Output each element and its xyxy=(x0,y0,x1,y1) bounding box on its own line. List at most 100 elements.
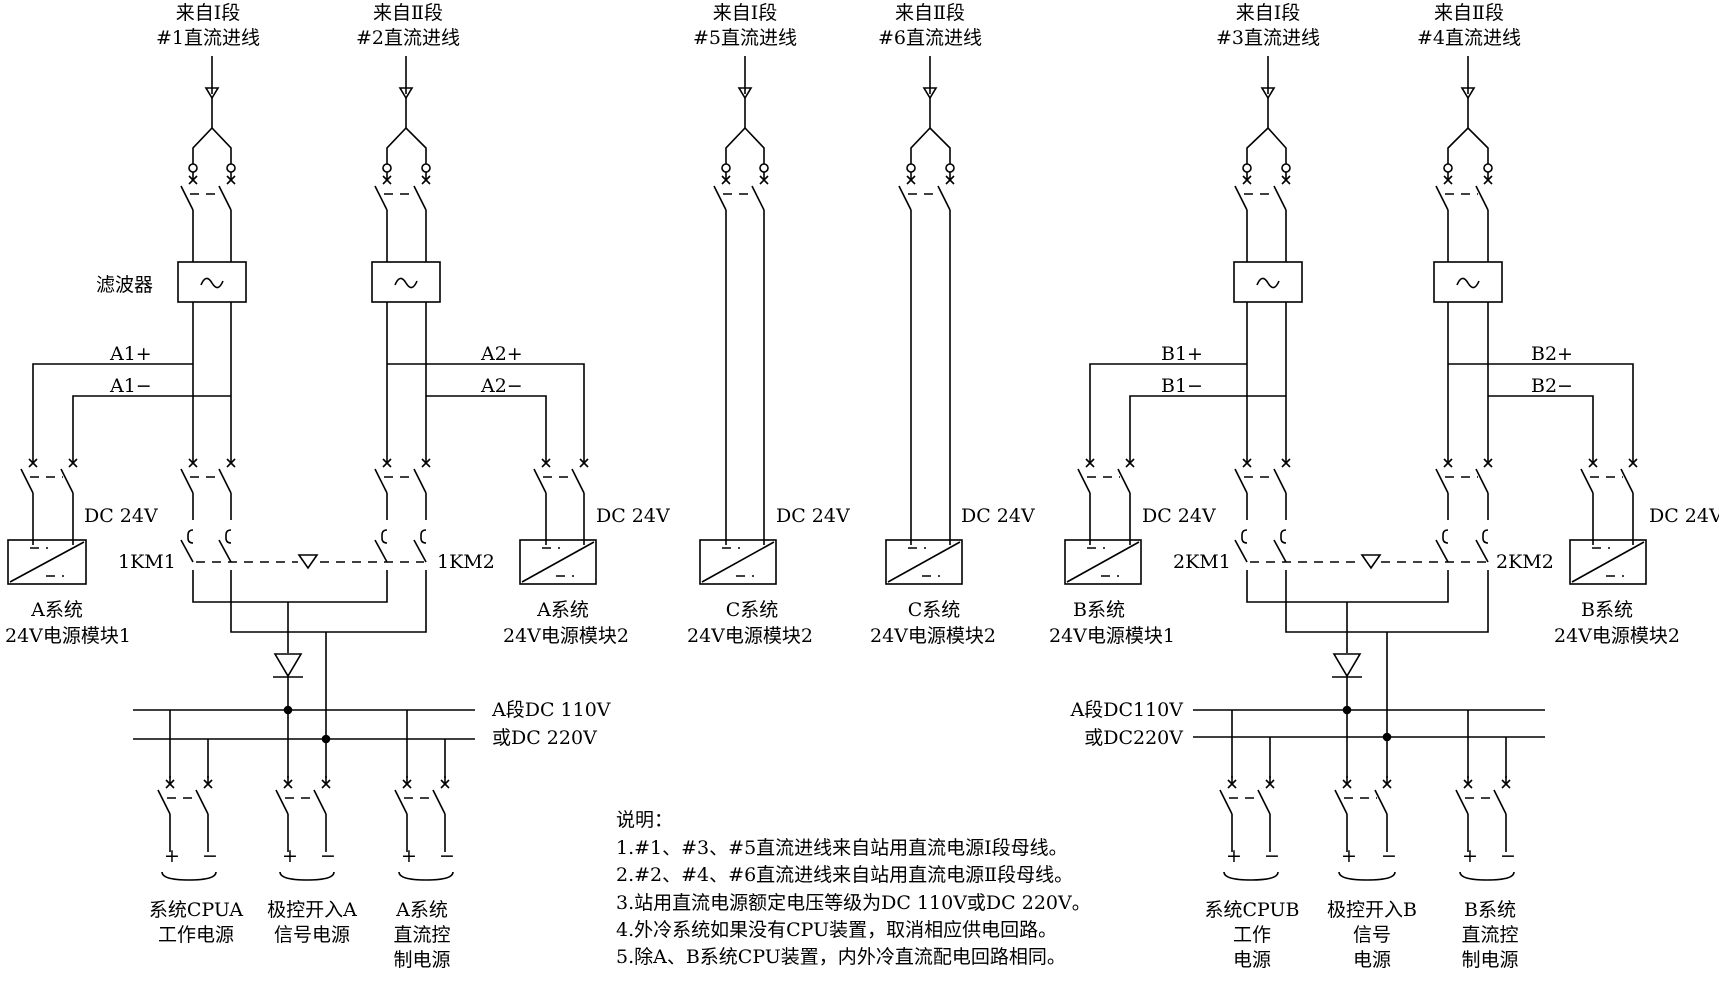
module-breaker-3 xyxy=(1077,455,1135,545)
label-a1-minus: A1− xyxy=(109,375,152,397)
load-a3-brace xyxy=(398,871,454,881)
feeder-1-line1: 来自Ⅰ段 xyxy=(176,2,241,24)
load-b1-minus: − xyxy=(1264,845,1280,867)
feeder-4-line1: 来自Ⅱ段 xyxy=(1434,2,1504,24)
bus-a-label: A段DC 110V 或DC 220V xyxy=(491,699,611,749)
dc24-b2: DC 24V xyxy=(1649,505,1719,527)
load-b2-line2: 信号 xyxy=(1353,924,1391,946)
load-a1-line2: 工作电源 xyxy=(158,924,234,946)
feeder-2-line2: #2直流进线 xyxy=(356,27,460,49)
filter-symbol xyxy=(394,277,418,289)
feeder-connectors xyxy=(188,56,1493,173)
feeder-connector-1 xyxy=(188,56,236,173)
label-a1-plus: A1+ xyxy=(109,343,152,365)
dc24-labels: DC 24V DC 24V DC 24V DC 24V DC 24V DC 24… xyxy=(84,505,1719,527)
bus-a-line2: 或DC 220V xyxy=(492,727,597,749)
feeder-breaker-6 xyxy=(1435,172,1493,246)
module-b1-line1: B系统 xyxy=(1073,599,1125,621)
load-a2-line2: 信号电源 xyxy=(274,924,350,946)
feeder-5-line2: #5直流进线 xyxy=(693,27,797,49)
load-captions-a: 系统CPUA 工作电源 极控开入A 信号电源 A系统 直流控 制电源 xyxy=(149,899,451,971)
load-b1-line1: 系统CPUB xyxy=(1205,899,1300,921)
load-a2-breaker xyxy=(275,776,331,852)
bus-a xyxy=(133,705,475,744)
b2-bus-wiring xyxy=(1448,363,1634,455)
feeder-breaker-4 xyxy=(898,172,955,246)
load-branches: +−+−+−+−+−+− xyxy=(157,710,1516,881)
load-b2: +− xyxy=(1334,710,1397,881)
diode-b xyxy=(1332,653,1362,678)
feeder-connector-5 xyxy=(1242,56,1291,173)
load-a1: +− xyxy=(157,710,218,881)
load-a1-breaker xyxy=(157,776,213,852)
feeder-6-line2: #6直流进线 xyxy=(878,27,982,49)
contactor-labels: 1KM1 1KM2 2KM1 2KM2 xyxy=(118,551,1554,573)
interlock-a xyxy=(196,554,424,570)
load-b1-line3: 电源 xyxy=(1233,949,1271,971)
load-a3-line2: 直流控 xyxy=(393,924,450,946)
module-c1-line1: C系统 xyxy=(726,599,779,621)
load-b2-line3: 电源 xyxy=(1353,949,1391,971)
diode-a xyxy=(273,653,303,678)
a-output-wiring xyxy=(192,570,427,739)
module-b2-line1: B系统 xyxy=(1581,599,1633,621)
feeder-breaker-1 xyxy=(180,172,236,246)
dc24-c2: DC 24V xyxy=(961,505,1035,527)
module-breaker-1 xyxy=(20,455,78,545)
note-5: 5.除A、B系统CPU装置，内外冷直流配电回路相同。 xyxy=(616,946,1066,968)
contactor-1km2: 1KM2 xyxy=(437,551,495,573)
load-b1-brace xyxy=(1223,871,1279,881)
power-module-3 xyxy=(699,539,777,585)
load-b2-brace xyxy=(1338,871,1396,881)
module-a2-line1: A系统 xyxy=(536,599,589,621)
feeder-breaker-3 xyxy=(713,172,769,246)
load-b3-line2: 直流控 xyxy=(1461,924,1518,946)
load-a2-plus: + xyxy=(282,845,298,867)
label-b2-minus: B2− xyxy=(1531,375,1573,397)
note-3: 3.站用直流电源额定电压等级为DC 110V或DC 220V。 xyxy=(616,892,1091,914)
filter-5 xyxy=(1233,246,1303,455)
module-a2-line2: 24V电源模块2 xyxy=(503,625,629,647)
feeder-6-line1: 来自Ⅱ段 xyxy=(895,2,965,24)
power-module-1 xyxy=(7,539,87,585)
contactor-breaker-1 xyxy=(180,455,236,520)
a2-bus-wiring xyxy=(387,363,585,455)
contactor-3 xyxy=(1234,529,1287,563)
power-modules xyxy=(7,539,1647,585)
module-c2-line2: 24V电源模块2 xyxy=(870,625,996,647)
note-2: 2.#2、#4、#6直流进线来自站用直流电源Ⅱ段母线。 xyxy=(616,864,1073,886)
load-b3-line3: 制电源 xyxy=(1461,949,1518,971)
feeder-breaker-5 xyxy=(1234,172,1291,246)
bus-b-label: A段DC110V 或DC220V xyxy=(1070,699,1184,749)
module-c1-line2: 24V电源模块2 xyxy=(687,625,813,647)
breakers xyxy=(20,172,1638,563)
feeder-1-line2: #1直流进线 xyxy=(156,27,260,49)
feeder-titles: 来自Ⅰ段 #1直流进线 来自Ⅱ段 #2直流进线 来自Ⅰ段 #5直流进线 来自Ⅱ段… xyxy=(156,2,1521,49)
module-b1-line2: 24V电源模块1 xyxy=(1049,625,1175,647)
feeder-connector-2 xyxy=(382,56,431,173)
label-a2-minus: A2− xyxy=(480,375,523,397)
load-b3-breaker xyxy=(1455,776,1511,852)
feeder-connector-4 xyxy=(906,56,955,173)
load-b1-line2: 工作 xyxy=(1233,924,1271,946)
power-module-5 xyxy=(1064,539,1142,585)
load-captions-b: 系统CPUB 工作 电源 极控开入B 信号 电源 B系统 直流控 制电源 xyxy=(1205,899,1519,971)
feeder-4-line2: #4直流进线 xyxy=(1417,27,1521,49)
dc24-b1: DC 24V xyxy=(1142,505,1216,527)
feeder-connector-6 xyxy=(1443,56,1493,173)
load-b3: +− xyxy=(1455,710,1516,881)
load-a2-brace xyxy=(279,871,335,881)
load-b2-breaker xyxy=(1334,776,1392,852)
load-a3-plus: + xyxy=(401,845,417,867)
module-breaker-4 xyxy=(1580,455,1638,545)
power-module-2 xyxy=(519,539,597,585)
load-a1-minus: − xyxy=(202,845,218,867)
load-b3-plus: + xyxy=(1462,845,1478,867)
load-b2-minus: − xyxy=(1381,845,1397,867)
dc24-c1: DC 24V xyxy=(776,505,850,527)
contactor-breaker-3 xyxy=(1234,455,1291,520)
load-a2-minus: − xyxy=(320,845,336,867)
load-a3-line1: A系统 xyxy=(395,899,448,921)
feeder-3-line1: 来自Ⅰ段 xyxy=(1236,2,1301,24)
